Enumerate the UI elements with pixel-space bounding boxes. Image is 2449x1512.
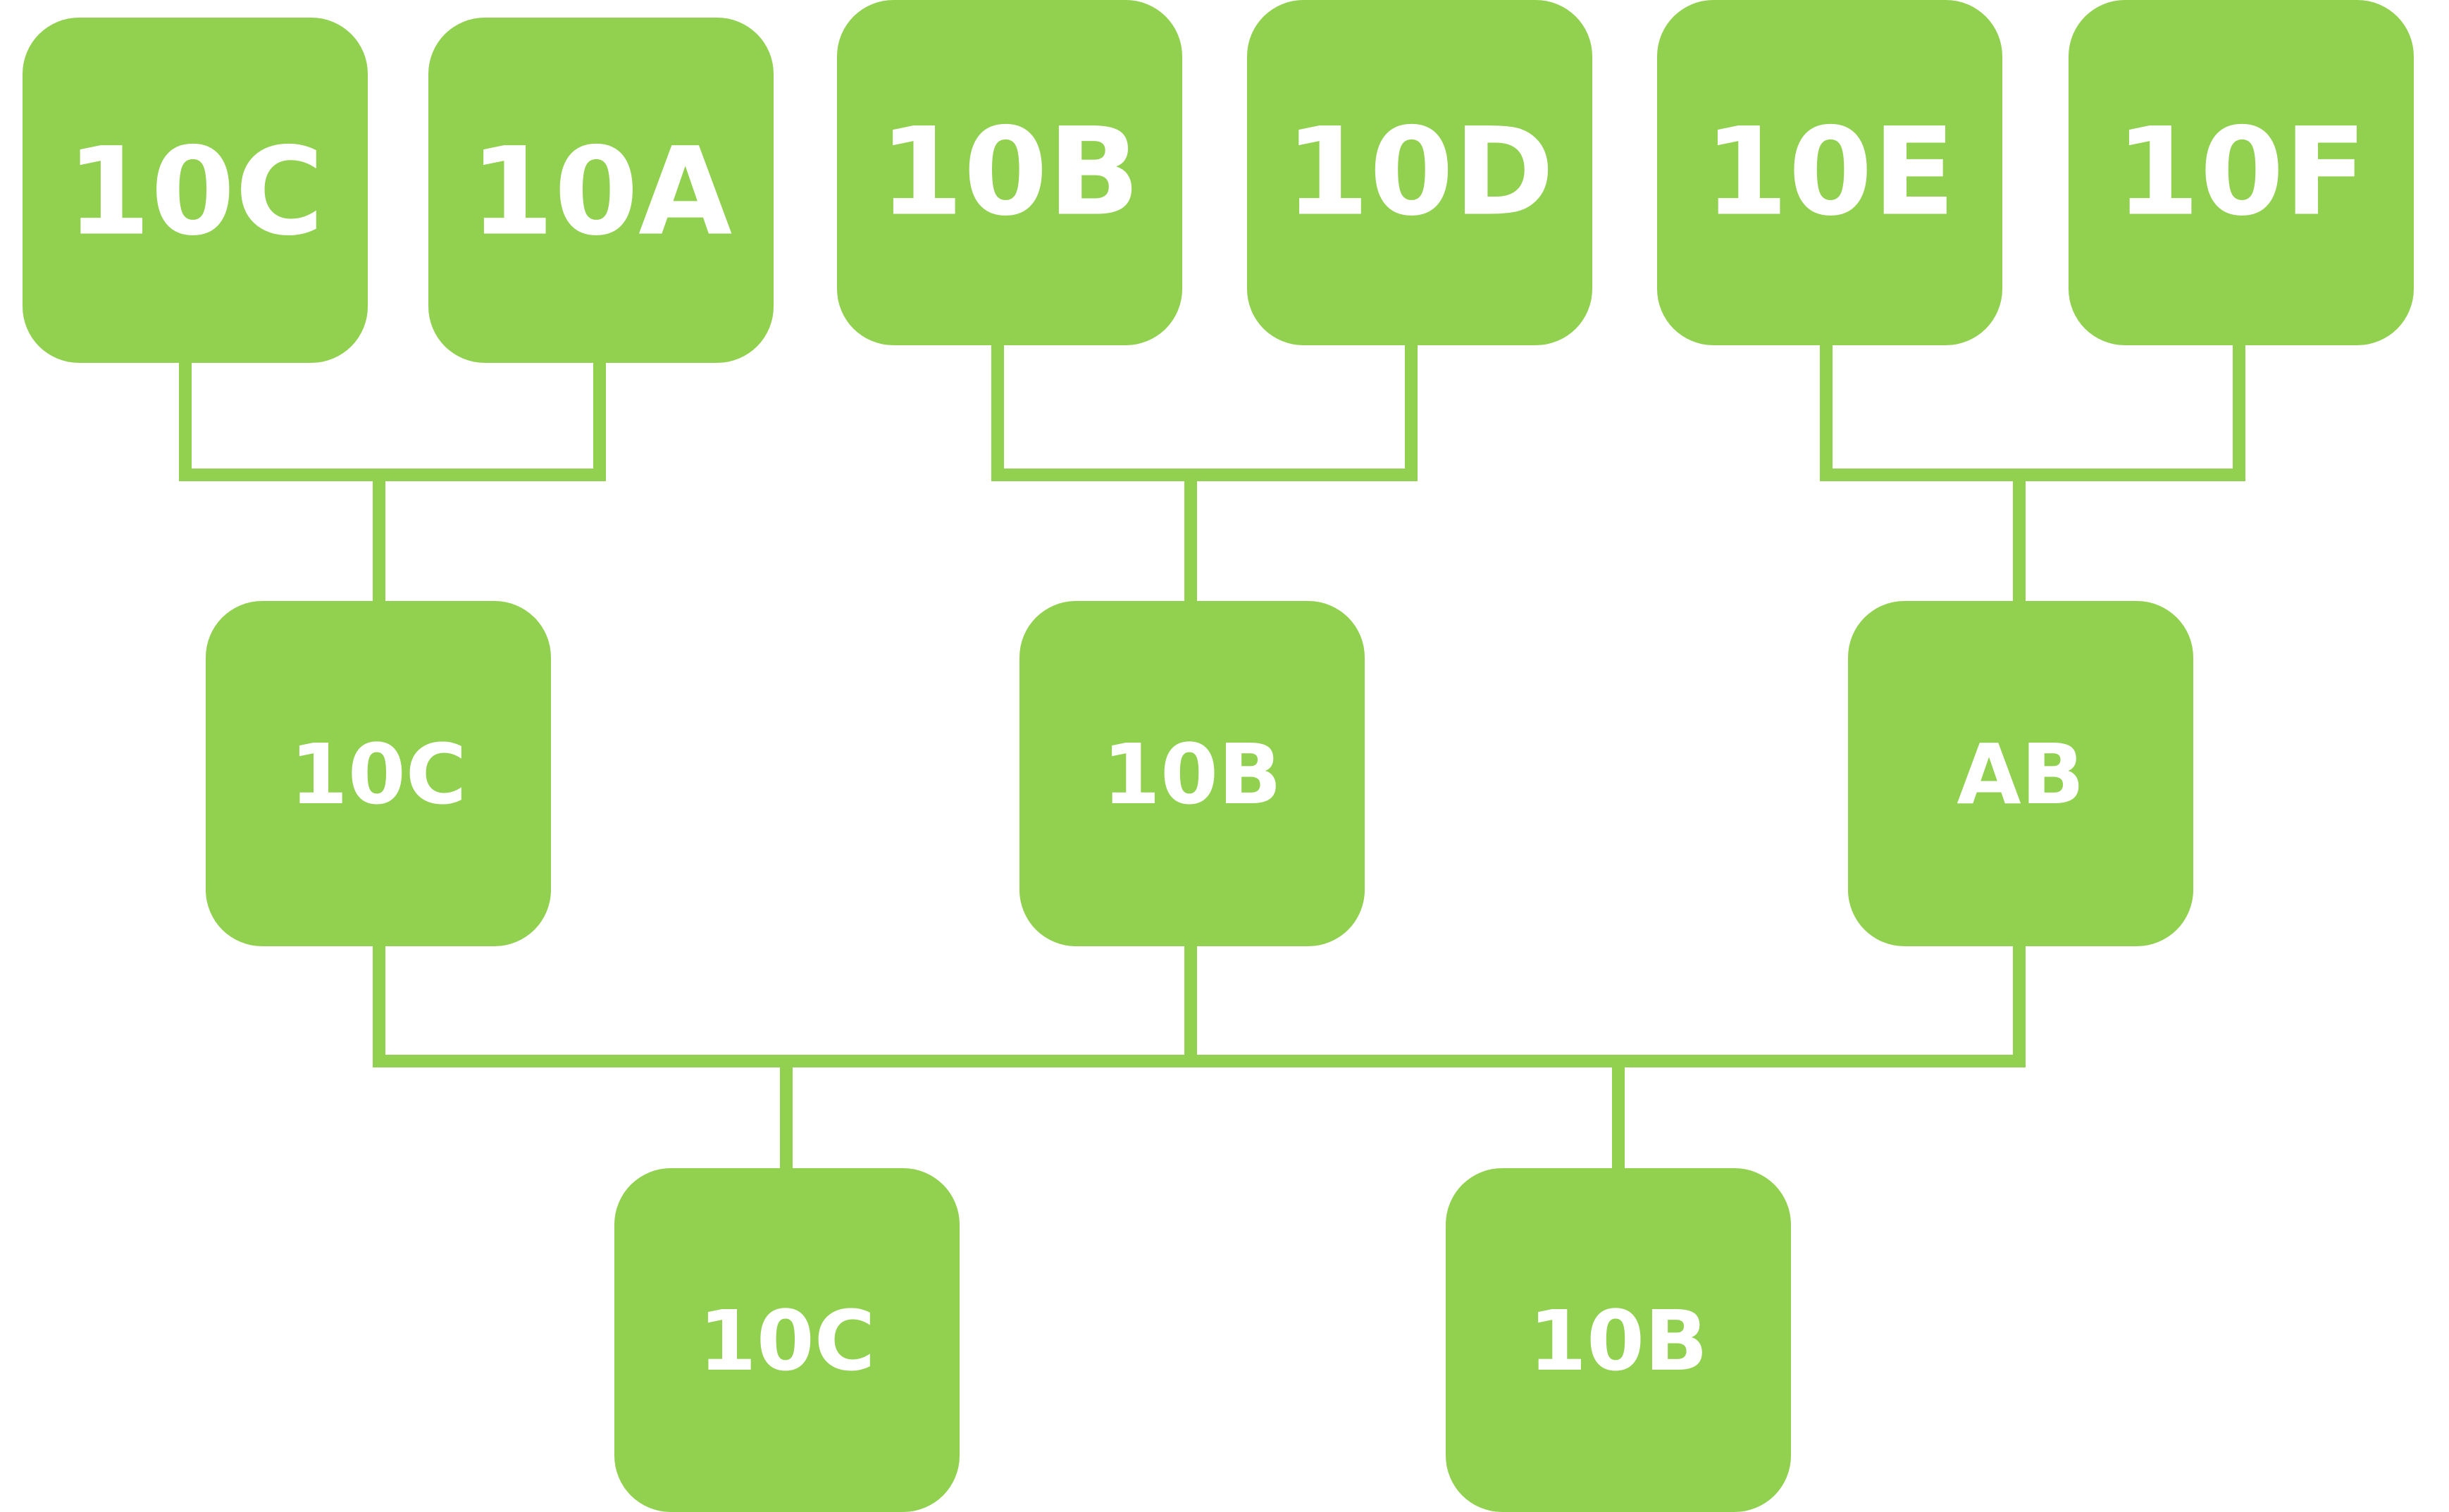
- node-bottom-1: 10C: [614, 1168, 960, 1512]
- node-label: 10F: [2116, 101, 2367, 243]
- connector-top-5-top-6: [1820, 337, 2245, 481]
- node-bottom-2: 10B: [1446, 1168, 1791, 1512]
- node-box: [206, 601, 551, 946]
- node-top-6: 10F: [2069, 0, 2414, 345]
- node-top-5: 10E: [1657, 0, 2002, 345]
- connector-mid-row: [373, 940, 2026, 1067]
- node-label: 10C: [66, 121, 324, 263]
- node-box: [23, 18, 368, 363]
- node-box: [614, 1168, 960, 1512]
- connectors-level-2: [373, 940, 2026, 1175]
- node-box: [2069, 0, 2414, 345]
- node-label: 10B: [1529, 1292, 1708, 1389]
- node-label: 10C: [699, 1292, 876, 1389]
- node-mid-2: 10B: [1019, 601, 1365, 946]
- connectors-level-1: [179, 337, 2245, 607]
- node-label: 10B: [1103, 726, 1282, 823]
- node-box: [428, 18, 774, 363]
- node-box: [1657, 0, 2002, 345]
- node-top-1: 10C: [23, 18, 368, 363]
- node-mid-3: AB: [1848, 601, 2193, 946]
- node-box: [1019, 601, 1365, 946]
- connector-top-1-top-2: [179, 357, 606, 481]
- node-label: AB: [1957, 726, 2084, 823]
- node-box: [837, 0, 1182, 345]
- node-box: [1446, 1168, 1791, 1512]
- node-label: 10E: [1704, 101, 1956, 243]
- node-label: 10A: [470, 121, 732, 263]
- node-top-2: 10A: [428, 18, 774, 363]
- connector-top-3-top-4: [991, 337, 1418, 481]
- node-label: 10D: [1285, 101, 1554, 243]
- node-top-4: 10D: [1247, 0, 1592, 345]
- node-label: 10B: [879, 101, 1140, 243]
- node-top-3: 10B: [837, 0, 1182, 345]
- node-box: [1247, 0, 1592, 345]
- node-box: [1848, 601, 2193, 946]
- node-label: 10C: [290, 726, 467, 823]
- node-mid-1: 10C: [206, 601, 551, 946]
